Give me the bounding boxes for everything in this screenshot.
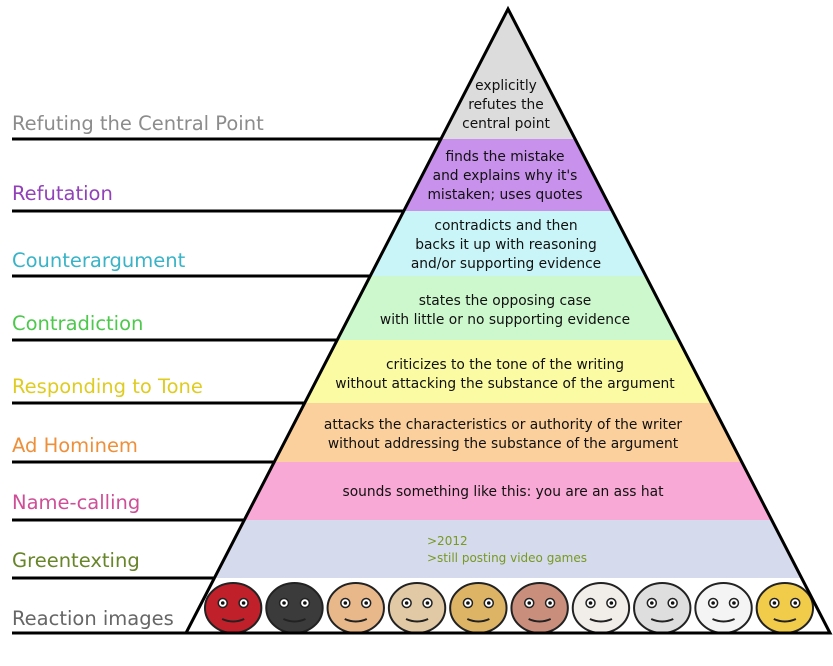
mustache-face-icon <box>755 582 815 634</box>
desc-refuting-central-point-2: refutes the <box>468 97 544 113</box>
band-4 <box>337 276 679 340</box>
rage-face-icon <box>387 582 447 634</box>
desc-ad-hominem-1: attacks the characteristics or authority… <box>324 417 683 433</box>
desc-refuting-central-point-3: central point <box>462 116 550 132</box>
desc-ad-hominem-2: without addressing the substance of the … <box>328 436 679 452</box>
sunglasses-face-icon <box>449 582 508 634</box>
desc-refutation-3: mistaken; uses quotes <box>427 187 582 203</box>
desc-counterargument-1: contradicts and then <box>434 218 577 234</box>
desc-counterargument-2: backs it up with reasoning <box>415 237 597 253</box>
desc-name-calling: sounds something like this: you are an a… <box>343 484 665 500</box>
desc-counterargument-3: and/or supporting evidence <box>411 256 601 272</box>
greentext-line-2: >still posting video games <box>427 551 587 565</box>
label-responding-to-tone: Responding to Tone <box>12 375 203 398</box>
greentext-line-1: >2012 <box>427 534 468 548</box>
band-8 <box>214 520 802 578</box>
desc-contradiction-1: states the opposing case <box>419 293 592 309</box>
label-contradiction: Contradiction <box>12 312 143 335</box>
glasses-face-1-icon <box>326 582 385 634</box>
angry-face-icon <box>510 582 569 634</box>
label-counterargument: Counterargument <box>12 249 186 272</box>
deadpool-face-icon <box>203 582 263 634</box>
label-greentexting: Greentexting <box>12 549 140 572</box>
band-6 <box>274 403 742 462</box>
desc-contradiction-2: with little or no supporting evidence <box>380 312 630 328</box>
level-labels: Refuting the Central Point Refutation Co… <box>12 112 264 630</box>
pyramid-outline <box>183 5 833 635</box>
pale-face-icon <box>633 582 692 634</box>
desc-responding-to-tone-2: without attacking the substance of the a… <box>335 376 675 392</box>
desc-refuting-central-point-1: explicitly <box>475 78 537 94</box>
label-reaction-images: Reaction images <box>12 607 174 630</box>
clown-face-icon <box>571 582 631 634</box>
label-ad-hominem: Ad Hominem <box>12 434 138 457</box>
level-descriptions: explicitly refutes the central point fin… <box>324 78 683 565</box>
label-name-calling: Name-calling <box>12 491 140 514</box>
desc-refutation-1: finds the mistake <box>445 149 564 165</box>
meme-face-icon <box>694 582 753 634</box>
label-refuting-central-point: Refuting the Central Point <box>12 112 264 135</box>
masked-face-icon <box>265 582 324 634</box>
band-7 <box>244 462 772 520</box>
band-3 <box>370 211 646 276</box>
desc-responding-to-tone-1: criticizes to the tone of the writing <box>386 357 624 373</box>
label-refutation: Refutation <box>12 182 113 205</box>
band-5 <box>304 340 712 403</box>
band-1 <box>440 9 576 139</box>
band-2 <box>403 139 613 211</box>
desc-refutation-2: and explains why it's <box>433 168 578 184</box>
